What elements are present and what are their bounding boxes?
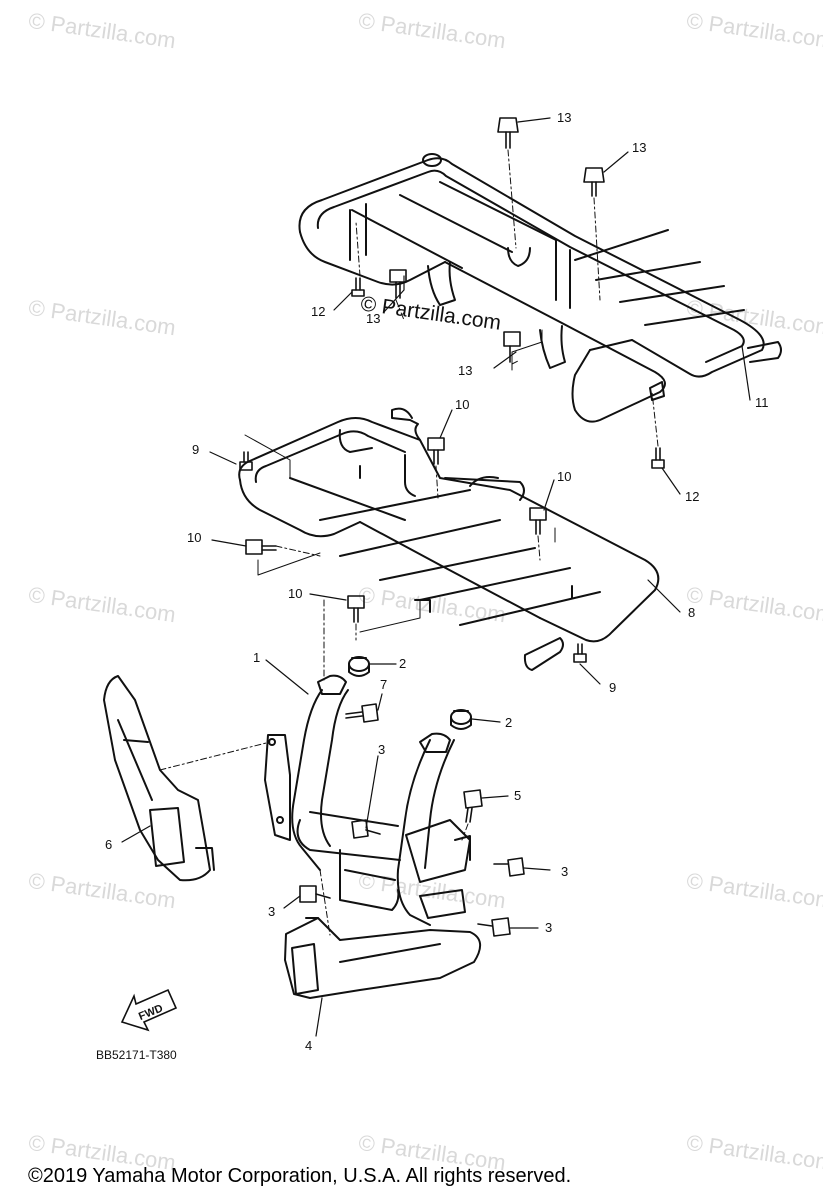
callout-9: 9 [609, 680, 617, 695]
copyright-notice: ©2019 Yamaha Motor Corporation, U.S.A. A… [28, 1165, 572, 1187]
callout-10: 10 [557, 469, 572, 484]
callout-13: 13 [632, 140, 647, 155]
rear-rack [298, 153, 782, 423]
callout-leaders [121, 117, 751, 1037]
front-guard [264, 674, 471, 926]
callout-12: 12 [311, 304, 326, 319]
callout-8: 8 [688, 605, 696, 620]
callout-13: 13 [557, 110, 572, 125]
callout-3: 3 [268, 904, 276, 919]
callout-12: 12 [685, 489, 700, 504]
callout-4: 4 [305, 1038, 313, 1053]
callout-7: 7 [380, 677, 388, 692]
side-cover [103, 675, 215, 882]
callout-3: 3 [378, 742, 386, 757]
front-rack [238, 407, 660, 671]
callout-13: 13 [366, 311, 381, 326]
callout-1: 1 [253, 650, 261, 665]
callout-11: 11 [755, 395, 769, 410]
diagram-code: BB52171-T380 [96, 1048, 177, 1062]
lower-cover [284, 917, 481, 999]
callout-10: 10 [455, 397, 470, 412]
callout-2: 2 [505, 715, 513, 730]
leader-lines [159, 149, 659, 936]
callout-3: 3 [545, 920, 553, 935]
callout-5: 5 [514, 788, 522, 803]
callout-6: 6 [105, 837, 113, 852]
grommet [348, 656, 472, 730]
callout-9: 9 [192, 442, 200, 457]
callout-13: 13 [458, 363, 473, 378]
callout-10: 10 [187, 530, 202, 545]
callout-3: 3 [561, 864, 569, 879]
bolt [239, 117, 665, 937]
fwd-arrow-icon: FWD [120, 988, 178, 1032]
callout-2: 2 [399, 656, 407, 671]
callout-10: 10 [288, 586, 303, 601]
